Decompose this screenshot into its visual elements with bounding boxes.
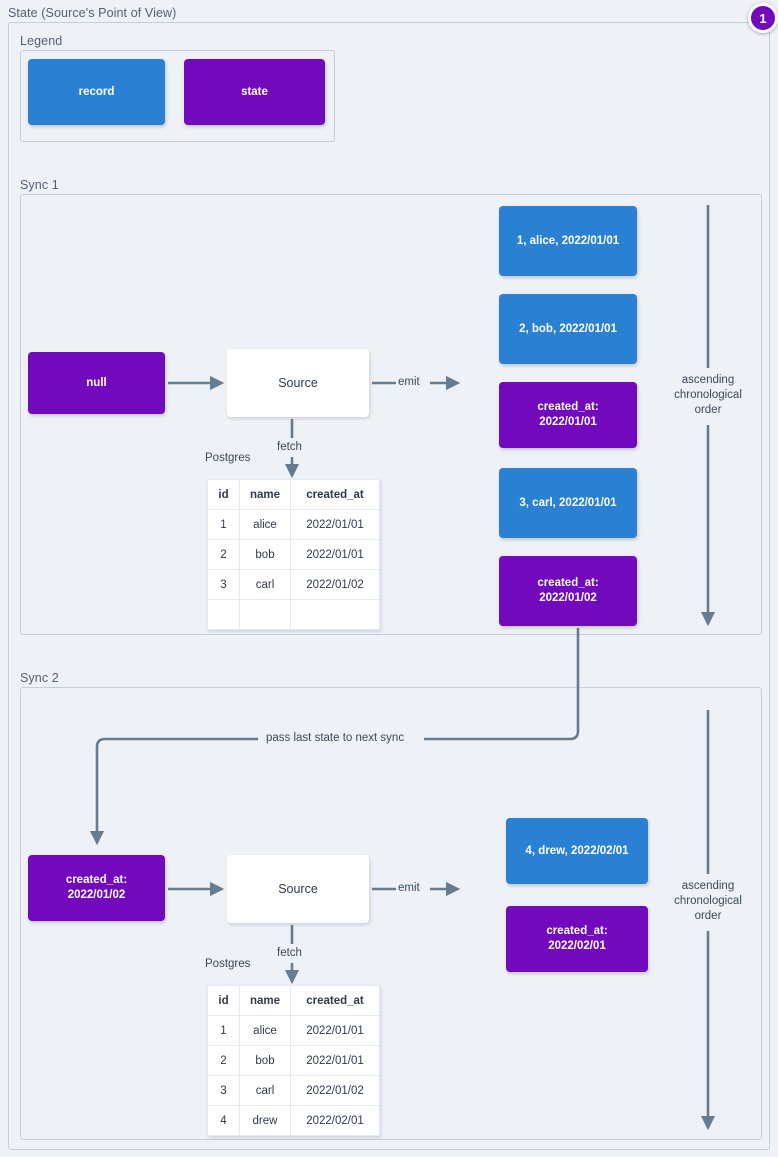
sync1-order-note-line1: ascending (681, 374, 735, 386)
sync1-emitted-record-2-label: 2, bob, 2022/01/01 (519, 322, 617, 335)
sync1-emitted-state-2-line1: created_at: (537, 577, 599, 589)
table-row: 4 drew 2022/02/01 (207, 1105, 380, 1136)
cell-date: 2022/01/01 (290, 1045, 380, 1076)
cell-date: 2022/01/02 (290, 1075, 380, 1106)
sync2-input-state-line2: 2022/01/02 (67, 889, 126, 901)
sync2-source-node: Source (227, 855, 369, 923)
sync1-emitted-state-1-line1: created_at: (537, 401, 599, 413)
cell-name: bob (239, 539, 291, 570)
cell-id: 3 (207, 1075, 240, 1106)
sync1-emitted-state-1-line2: 2022/01/01 (539, 416, 597, 428)
sync1-label: Sync 1 (20, 178, 59, 192)
cell-name: carl (239, 1075, 291, 1106)
sync1-emitted-record-3: 3, carl, 2022/01/01 (499, 468, 637, 538)
sync1-emitted-state-1: created_at: 2022/01/01 (499, 382, 637, 448)
cell-id: 1 (207, 509, 240, 540)
sync2-order-note-line3: order (694, 910, 722, 922)
column-header-id: id (207, 479, 240, 510)
cell-id: 3 (207, 569, 240, 600)
sync1-frame (20, 194, 762, 635)
table-row-empty (207, 599, 380, 630)
cell-id: 4 (207, 1105, 240, 1136)
legend-swatch-state-label: state (241, 85, 268, 98)
sync2-frame (20, 687, 762, 1140)
sync1-input-state-label: null (86, 376, 107, 389)
sync1-emitted-record-1-label: 1, alice, 2022/01/01 (516, 234, 620, 247)
sync1-db-table: id name created_at 1 alice 2022/01/01 2 … (207, 479, 380, 630)
sync1-emitted-state-2-line2: 2022/01/02 (539, 592, 597, 604)
sync2-input-state-line1: created_at: (65, 874, 128, 886)
cell-date: 2022/01/01 (290, 509, 380, 540)
sync1-emit-label: emit (398, 376, 420, 388)
sync1-order-note: ascending chronological order (664, 373, 752, 418)
column-header-id: id (207, 985, 240, 1016)
legend-label: Legend (20, 34, 63, 48)
cell-name: alice (239, 509, 291, 540)
table-header-row: id name created_at (207, 479, 380, 510)
sync2-emit-label: emit (398, 882, 420, 894)
diagram-frame (8, 22, 770, 1150)
sync1-fetch-label: fetch (277, 441, 302, 453)
sync1-source-label: Source (278, 375, 318, 390)
table-header-row: id name created_at (207, 985, 380, 1016)
sync1-emitted-state-2: created_at: 2022/01/02 (499, 556, 637, 626)
sync2-emitted-state-1-line1: created_at: (546, 925, 608, 937)
sync1-order-note-line2: chronological (674, 389, 742, 401)
sync1-emitted-record-3-label: 3, carl, 2022/01/01 (519, 496, 617, 509)
legend-swatch-record-label: record (78, 85, 115, 98)
cell-name (239, 599, 291, 630)
diagram-title: State (Source's Point of View) (8, 6, 177, 20)
cell-id (207, 599, 240, 630)
table-row: 1 alice 2022/01/01 (207, 509, 380, 540)
sync2-emitted-state-1: created_at: 2022/02/01 (506, 906, 648, 972)
cell-date: 2022/01/01 (290, 1015, 380, 1046)
column-header-name: name (239, 479, 291, 510)
sync2-db-label: Postgres (205, 958, 251, 970)
table-row: 2 bob 2022/01/01 (207, 1045, 380, 1076)
sync1-order-note-line3: order (694, 404, 722, 416)
cell-name: drew (239, 1105, 291, 1136)
sync2-emitted-record-1-label: 4, drew, 2022/02/01 (525, 844, 629, 857)
column-header-created-at: created_at (290, 479, 380, 510)
sync1-source-node: Source (227, 349, 369, 417)
step-badge: 1 (748, 3, 778, 33)
sync2-order-note-line2: chronological (674, 895, 742, 907)
column-header-name: name (239, 985, 291, 1016)
legend-swatch-record: record (28, 59, 165, 125)
cell-name: carl (239, 569, 291, 600)
column-header-created-at: created_at (290, 985, 380, 1016)
cell-date: 2022/02/01 (290, 1105, 380, 1136)
sync1-db-label: Postgres (205, 452, 251, 464)
sync2-label: Sync 2 (20, 671, 59, 685)
cell-id: 1 (207, 1015, 240, 1046)
cell-date (290, 599, 380, 630)
sync1-emitted-record-2: 2, bob, 2022/01/01 (499, 294, 637, 364)
sync1-input-state: null (28, 352, 165, 414)
sync2-input-state: created_at: 2022/01/02 (28, 855, 165, 921)
cell-id: 2 (207, 1045, 240, 1076)
table-row: 3 carl 2022/01/02 (207, 569, 380, 600)
sync2-emitted-record-1: 4, drew, 2022/02/01 (506, 818, 648, 884)
cell-name: bob (239, 1045, 291, 1076)
sync1-emitted-record-1: 1, alice, 2022/01/01 (499, 206, 637, 276)
sync2-order-note: ascending chronological order (664, 879, 752, 924)
sync2-db-table: id name created_at 1 alice 2022/01/01 2 … (207, 985, 380, 1136)
legend-frame (20, 50, 335, 142)
sync2-emitted-state-1-line2: 2022/02/01 (548, 940, 606, 952)
pass-state-label: pass last state to next sync (262, 732, 409, 744)
cell-date: 2022/01/02 (290, 569, 380, 600)
legend-swatch-state: state (184, 59, 325, 125)
table-row: 3 carl 2022/01/02 (207, 1075, 380, 1106)
cell-date: 2022/01/01 (290, 539, 380, 570)
sync2-order-note-line1: ascending (681, 880, 735, 892)
cell-name: alice (239, 1015, 291, 1046)
cell-id: 2 (207, 539, 240, 570)
sync2-source-label: Source (278, 881, 318, 896)
table-row: 2 bob 2022/01/01 (207, 539, 380, 570)
sync2-fetch-label: fetch (277, 947, 302, 959)
table-row: 1 alice 2022/01/01 (207, 1015, 380, 1046)
